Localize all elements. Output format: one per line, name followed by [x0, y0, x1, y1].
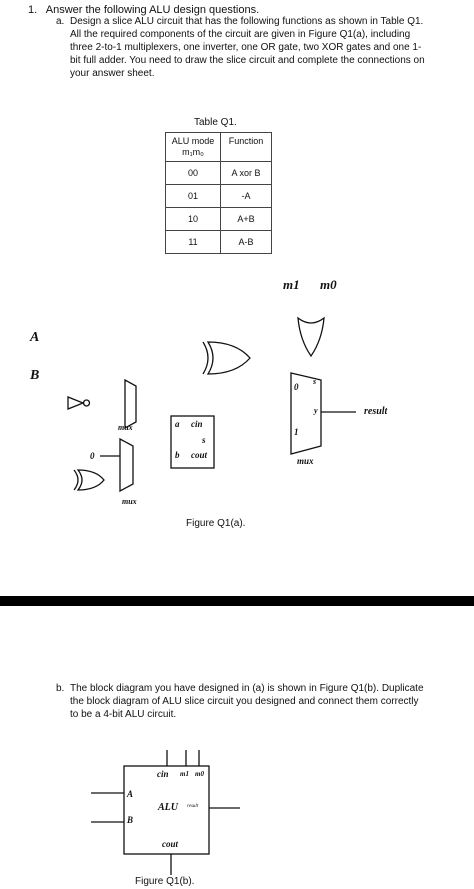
question-title: Answer the following ALU design question… — [45, 4, 260, 16]
page-divider — [0, 596, 474, 606]
part-b-text-line: the block diagram of ALU slice circuit y… — [70, 696, 419, 707]
table-row: 11 A-B — [165, 230, 272, 254]
alu-cout-label: cout — [162, 839, 179, 849]
mux-bottom-shape — [119, 437, 134, 493]
output-mux-y: y — [314, 406, 318, 415]
table-row: 00 A xor B — [165, 161, 272, 185]
input-a-label: A — [30, 330, 40, 345]
table-header-row: ALU mode m₁m₀ Function — [165, 132, 272, 162]
full-adder-box — [170, 415, 215, 469]
m0-label: m0 — [320, 277, 337, 292]
question-header: 1. Answer the following ALU design quest… — [28, 4, 259, 16]
fa-cout-label: cout — [191, 450, 208, 460]
table-header-mode-sub: m₁m₀ — [182, 147, 204, 157]
m1-label: m1 — [283, 277, 300, 292]
zero-input-label: 0 — [90, 451, 95, 461]
fa-cin-label: cin — [191, 419, 203, 429]
table-row: 10 A+B — [165, 207, 272, 231]
part-a-text-line: your answer sheet. — [70, 68, 155, 79]
mux-top-label: mux — [118, 423, 133, 432]
part-a-text-line: bit full adder. You need to draw the sli… — [70, 55, 425, 66]
part-a-text-line: three 2-to-1 multiplexers, one inverter,… — [70, 42, 422, 53]
table-cell-mode: 11 — [165, 230, 221, 254]
output-mux-select: s — [313, 377, 317, 386]
figure-a-caption: Figure Q1(a). — [186, 518, 246, 529]
alu-result-label: result — [187, 804, 199, 809]
table-cell-mode: 01 — [165, 184, 221, 208]
xor-gate-large-icon — [202, 341, 251, 375]
alu-b-label: B — [127, 815, 134, 825]
xor-gate-small-icon — [73, 469, 105, 491]
table-cell-function: A-B — [220, 230, 272, 254]
table-header-function: Function — [220, 132, 272, 162]
mux-bottom-label: mux — [122, 497, 137, 506]
part-b-text-line: to be a 4-bit ALU circuit. — [70, 709, 177, 720]
figure-b-caption: Figure Q1(b). — [135, 876, 195, 887]
part-a-text-line: All the required components of the circu… — [70, 29, 411, 40]
table-header-mode: ALU mode m₁m₀ — [165, 132, 221, 162]
fa-b-label: b — [175, 450, 180, 460]
alu-main-label: ALU — [158, 802, 178, 813]
input-b-label: B — [30, 368, 40, 383]
fa-a-label: a — [175, 419, 180, 429]
or-gate-icon — [297, 316, 325, 358]
output-mux-input-0: 0 — [294, 382, 299, 392]
table-caption: Table Q1. — [194, 117, 237, 128]
function-table: ALU mode m₁m₀ Function 00 A xor B 01 -A … — [165, 132, 272, 254]
alu-cin-label: cin — [157, 769, 169, 779]
result-label: result — [364, 406, 388, 417]
fa-s-label: s — [202, 435, 206, 445]
alu-m1-label: m1 — [180, 770, 189, 778]
part-a-label: a. — [56, 16, 65, 27]
part-b-label: b. — [56, 683, 65, 694]
alu-block-diagram — [91, 750, 240, 875]
table-cell-function: A xor B — [220, 161, 272, 185]
part-b-text-line: The block diagram you have designed in (… — [70, 683, 424, 694]
mux-top-shape — [124, 378, 137, 430]
question-number: 1. — [28, 4, 38, 16]
output-mux-input-1: 1 — [294, 427, 299, 437]
output-mux-shape — [290, 372, 322, 455]
alu-m0-label: m0 — [195, 770, 204, 778]
output-mux-label: mux — [297, 456, 314, 466]
part-a-text-line: Design a slice ALU circuit that has the … — [70, 16, 424, 27]
table-header-mode-label: ALU mode — [171, 136, 215, 146]
alu-a-label: A — [127, 789, 134, 799]
inverter-icon — [67, 396, 91, 410]
